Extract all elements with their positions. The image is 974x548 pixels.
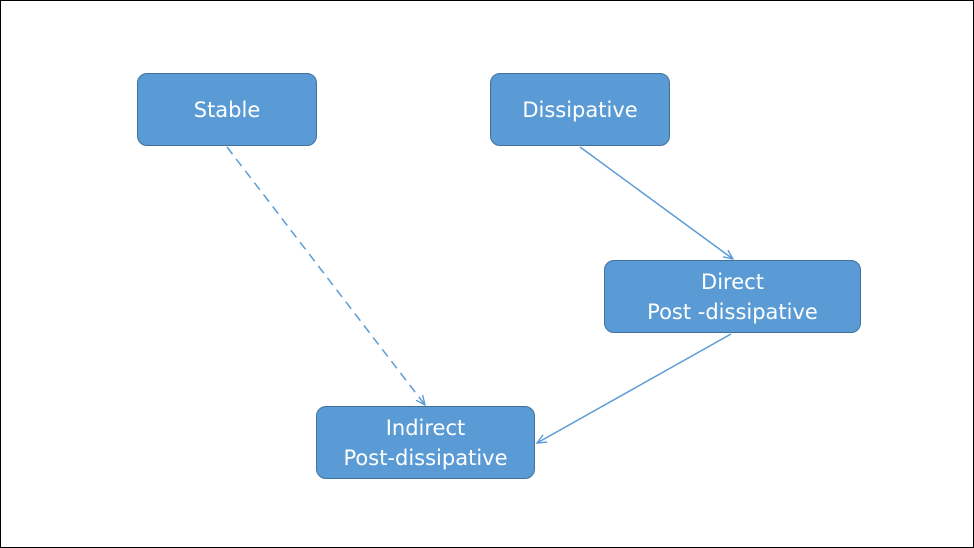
edge-direct-to-indirect: [537, 333, 732, 443]
edge-stable-to-indirect: [226, 146, 425, 405]
node-direct-label-line1: Direct: [701, 269, 764, 294]
node-dissipative[interactable]: Dissipative: [490, 73, 670, 146]
node-stable-label: Stable: [193, 97, 261, 122]
node-indirect-label-line2: Post-dissipative: [343, 445, 508, 470]
node-dissipative-label: Dissipative: [522, 97, 638, 122]
node-indirect-label-line1: Indirect: [385, 415, 466, 440]
edge-dissipative-to-direct: [579, 146, 733, 259]
node-direct-label-line2: Post -dissipative: [647, 299, 818, 324]
node-direct-post-dissipative[interactable]: Direct Post -dissipative: [604, 260, 861, 333]
node-indirect-post-dissipative[interactable]: Indirect Post-dissipative: [316, 406, 535, 479]
node-stable[interactable]: Stable: [137, 73, 317, 146]
